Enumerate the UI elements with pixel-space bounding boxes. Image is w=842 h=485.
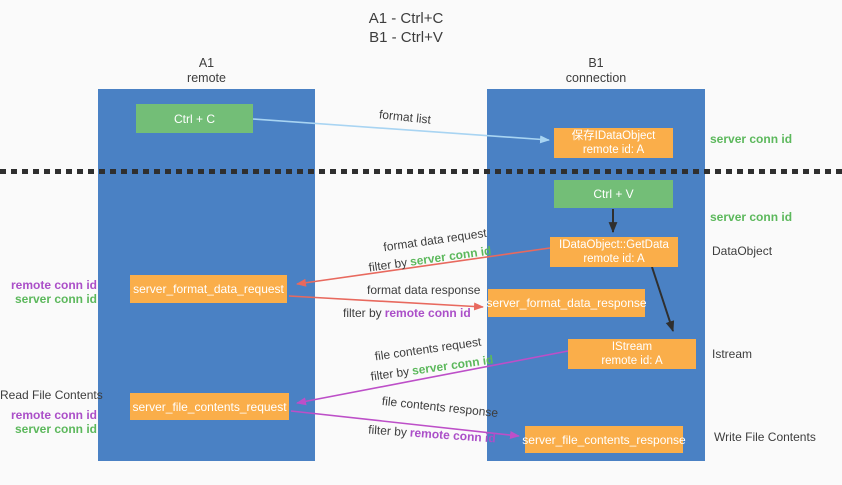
format-request-box: server_format_data_request [130,275,287,303]
lane-b1-header: B1 connection [487,56,705,86]
lane-b1-subtitle: connection [565,71,627,85]
ctrl-v-label: Ctrl + V [593,187,634,201]
format-response-label: server_format_data_response [486,296,647,310]
arrow-getdata-to-istream [651,266,675,333]
arrow-format-data-request [296,247,551,287]
ctrl-c-label: Ctrl + C [173,111,215,126]
right-label-server-conn-id-mid: server conn id [710,210,793,224]
right-label-write-file-contents: Write File Contents [714,430,816,444]
lane-b1-name: B1 [588,56,604,70]
left-label-remote-conn-id-1: remote conn id [10,278,97,292]
right-label-server-conn-id-top: server conn id [710,132,793,146]
left-label-server-conn-id-2: server conn id [14,422,97,436]
lane-a1-subtitle: remote [187,71,226,85]
filter-by-text-4: filter by [367,422,408,440]
arrow-label-format-data-response: format data response [367,283,481,297]
arrow-format-data-response [288,295,484,311]
diagram-title: A1 - Ctrl+C B1 - Ctrl+V [306,9,506,47]
left-label-server-conn-id-1: server conn id [14,292,97,306]
ctrl-v-box: Ctrl + V [554,180,673,208]
lane-a1-name: A1 [198,56,215,70]
filter-value-2: remote conn id [384,306,471,320]
istream-line1: IStream [611,341,653,353]
ctrl-c-box: Ctrl + C [136,104,253,133]
arrow-file-contents-request [296,350,569,406]
getdata-line1: IDataObject::GetData [559,239,669,251]
format-response-box: server_format_data_response [486,289,647,317]
istream-line2: remote id: A [601,355,663,367]
istream-box: IStream remote id: A [568,339,696,369]
getdata-line2: remote id: A [583,253,645,265]
arrow-format-list [252,118,550,144]
getdata-box: IDataObject::GetData remote id: A [550,237,678,267]
file-request-box: server_file_contents_request [130,393,289,420]
title-line-1: A1 - Ctrl+C [368,10,444,27]
file-response-label: server_file_contents_response [522,432,686,447]
save-idataobject-line1: 保存IDataObject [571,130,656,142]
save-idataobject-box: 保存IDataObject remote id: A [554,128,673,158]
format-request-label: server_format_data_request [133,282,284,296]
left-label-read-file-contents: Read File Contents [0,388,103,402]
right-label-dataobject: DataObject [712,244,773,258]
separator-dotted-line [0,169,842,174]
left-label-remote-conn-id-2: remote conn id [10,408,97,422]
file-request-label: server_file_contents_request [132,399,287,414]
file-response-box: server_file_contents_response [522,426,686,453]
save-idataobject-line2: remote id: A [582,144,645,156]
lane-a1-header: A1 remote [98,56,315,86]
right-label-istream: Istream [712,347,753,361]
arrow-file-contents-response [290,410,520,439]
title-line-2: B1 - Ctrl+V [369,29,443,46]
filter-by-text-2: filter by [343,306,382,320]
